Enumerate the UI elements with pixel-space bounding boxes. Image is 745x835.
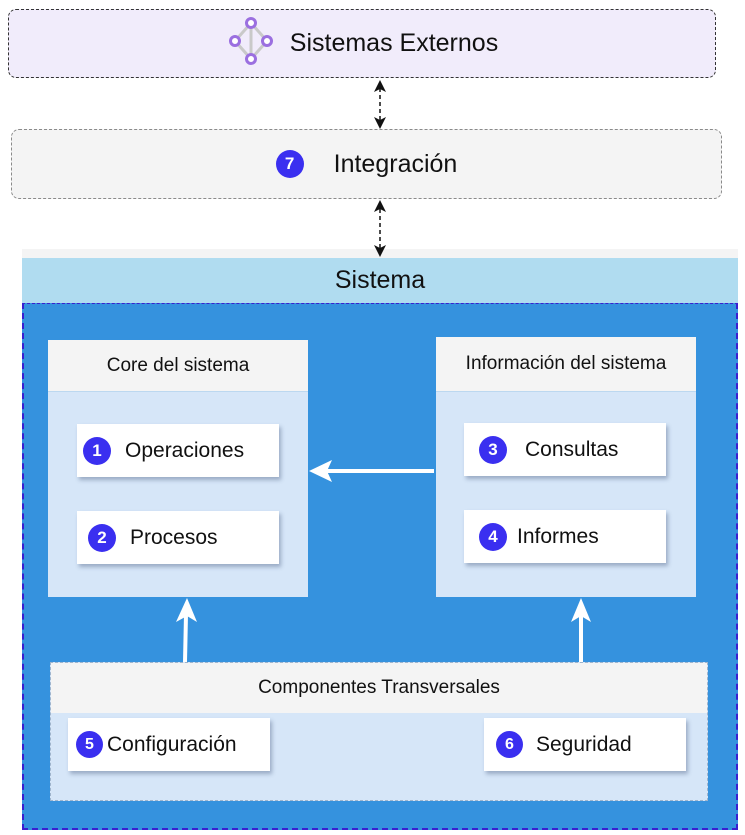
badge-5: 5: [76, 731, 103, 758]
integration-title: Integración: [333, 149, 458, 178]
info-panel-title: Información del sistema: [465, 353, 667, 374]
card-label: Seguridad: [536, 732, 632, 756]
external-systems-title: Sistemas Externos: [289, 29, 499, 57]
arrowhead-up-icon: [374, 200, 386, 212]
system-header: Sistema: [22, 258, 738, 303]
badge-6: 6: [496, 731, 523, 758]
card-label: Operaciones: [125, 438, 245, 462]
card-informes[interactable]: 4 Informes: [464, 510, 666, 563]
card-label: Configuración: [107, 732, 237, 756]
system-title: Sistema: [334, 266, 426, 294]
info-panel-header: Información del sistema: [436, 337, 696, 392]
card-label: Informes: [517, 524, 599, 548]
core-panel-title: Core del sistema: [106, 354, 250, 376]
transversal-panel-header: Componentes Transversales: [51, 663, 707, 713]
card-procesos[interactable]: 2 Procesos: [77, 511, 279, 564]
connector-external-integration: [374, 80, 386, 129]
arrowhead-up-icon: [374, 80, 386, 92]
info-panel: Información del sistema 3 Consultas 4 In…: [436, 337, 696, 597]
core-panel: Core del sistema 1 Operaciones 2 Proceso…: [48, 340, 308, 597]
card-consultas[interactable]: 3 Consultas: [464, 423, 666, 476]
system-top-strip: [22, 249, 738, 258]
badge-3: 3: [479, 435, 507, 464]
card-label: Procesos: [130, 525, 218, 549]
badge-4: 4: [479, 522, 507, 551]
badge-1: 1: [83, 436, 111, 465]
card-operaciones[interactable]: 1 Operaciones: [77, 424, 279, 477]
card-label: Consultas: [525, 437, 619, 461]
arrowhead-down-icon: [374, 117, 386, 129]
transversal-panel-title: Componentes Transversales: [258, 677, 500, 698]
badge-2: 2: [88, 523, 116, 552]
network-graph-icon: [226, 16, 276, 71]
card-seguridad[interactable]: 6 Seguridad: [484, 718, 686, 771]
core-panel-header: Core del sistema: [48, 340, 308, 392]
integration-box: 7 Integración: [11, 129, 722, 199]
transversal-panel: Componentes Transversales 5 Configuració…: [50, 662, 708, 801]
card-configuracion[interactable]: 5 Configuración: [68, 718, 270, 771]
integration-badge: 7: [275, 150, 304, 178]
external-systems-box: Sistemas Externos: [8, 9, 716, 78]
